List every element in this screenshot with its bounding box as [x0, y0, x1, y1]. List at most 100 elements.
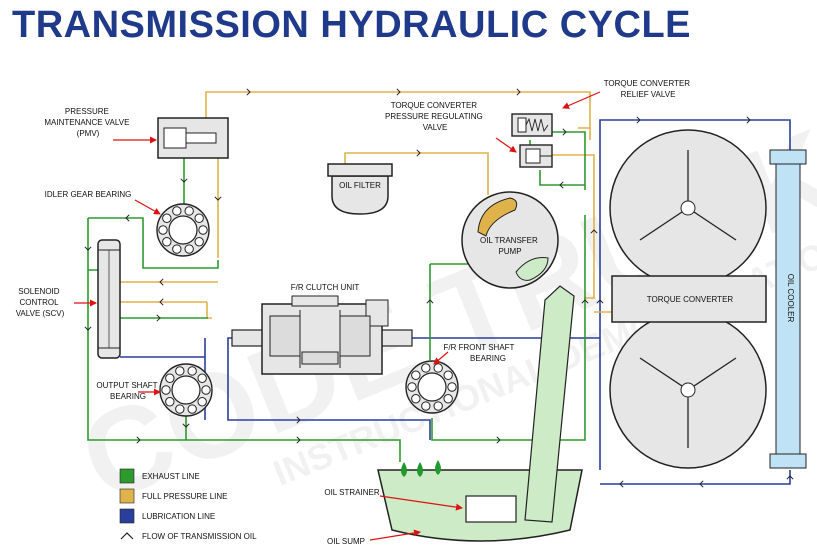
legend-label: EXHAUST LINE: [142, 472, 200, 481]
bearing-ball: [421, 401, 431, 411]
idler-gear-bearing-label: IDLER GEAR BEARING: [45, 190, 132, 199]
flow-chevron-icon: [596, 299, 604, 304]
bearing-ball: [194, 237, 204, 247]
legend-label: FLOW OF TRANSMISSION OIL: [142, 532, 257, 541]
bearing-ball: [162, 213, 172, 223]
output-bearing-label: OUTPUT SHAFT BEARING: [96, 381, 159, 401]
oil-transfer-pump: [461, 191, 559, 289]
flow-chevron-icon: [180, 178, 188, 183]
oil-sump: [377, 285, 583, 542]
bearing-ball: [175, 404, 185, 414]
oil-cooler: [769, 149, 807, 469]
flow-chevron-icon: [296, 436, 301, 444]
oil-cooler-label: OIL COOLER: [786, 274, 795, 323]
bearing-ball: [197, 397, 207, 407]
flow-chevron-icon: [496, 436, 501, 444]
flow-chevron-icon: [125, 214, 130, 222]
bearing-ball: [443, 370, 453, 380]
tc-relief-valve: [511, 113, 553, 137]
flow-chevron-icon: [84, 326, 92, 331]
flow-chevron-icon: [516, 88, 521, 96]
bearing-ball: [172, 206, 182, 216]
bearing-ball: [162, 237, 172, 247]
flow-chevron-icon: [562, 128, 567, 136]
bearing-ball: [165, 373, 175, 383]
flow-chevron-icon: [699, 480, 704, 488]
legend-swatch: [119, 508, 135, 524]
bearing-ball: [187, 366, 197, 376]
flow-chevron-icon: [559, 181, 564, 189]
flow-chevron-icon: [619, 480, 624, 488]
flow-chevron-icon: [396, 88, 401, 96]
tc-pressure-regulating-valve: [519, 144, 553, 168]
flow-chevron-icon: [636, 116, 641, 124]
flow-chevron-icon: [84, 246, 92, 251]
flow-chevron-icon: [159, 278, 164, 286]
flow-chevron-icon: [246, 88, 251, 96]
bearing-ball: [197, 373, 207, 383]
oil-strainer-label: OIL STRAINER: [324, 488, 379, 497]
oil-filter: [327, 163, 393, 215]
output-shaft-bearing: [159, 363, 213, 417]
flow-chevron-icon: [120, 532, 134, 540]
tc-regulating-valve-label: TORQUE CONVERTER PRESSURE REGULATING VAL…: [385, 101, 485, 132]
legend: EXHAUST LINE FULL PRESSURE LINE LUBRICATIO…: [119, 468, 257, 541]
flow-chevron-icon: [581, 299, 589, 304]
bearing-ball: [433, 363, 443, 373]
legend-label: LUBRICATION LINE: [142, 512, 215, 521]
page-title: TRANSMISSION HYDRAULIC CYCLE: [12, 4, 692, 46]
clutch-unit-label: F/R CLUTCH UNIT: [291, 283, 360, 292]
bearing-ball: [411, 370, 421, 380]
flow-chevron-icon: [159, 298, 164, 306]
bearing-ball: [161, 385, 171, 395]
bearing-ball: [201, 385, 211, 395]
flow-chevron-icon: [786, 475, 794, 480]
bearing-ball: [187, 404, 197, 414]
bearing-ball: [443, 394, 453, 404]
oil-sump-label: OIL SUMP: [327, 537, 365, 546]
flow-chevron-icon: [590, 229, 598, 234]
bearing-ball: [172, 244, 182, 254]
flow-chevron-icon: [214, 196, 222, 201]
flow-chevron-icon: [746, 116, 751, 124]
torque-converter-label: TORQUE CONVERTER: [647, 295, 734, 304]
pump-label: OIL TRANSFER PUMP: [480, 236, 540, 256]
tc-relief-valve-label: TORQUE CONVERTER RELIEF VALVE: [604, 79, 693, 99]
oil-drops: [401, 460, 441, 477]
bearing-ball: [433, 401, 443, 411]
bearing-ball: [175, 366, 185, 376]
legend-label: FULL PRESSURE LINE: [142, 492, 228, 501]
bearing-ball: [411, 394, 421, 404]
legend-swatch: [119, 468, 135, 484]
bearing-ball: [184, 244, 194, 254]
torque-converter: [609, 129, 767, 469]
oil-filter-label: OIL FILTER: [339, 181, 381, 190]
pressure-maintenance-valve: [157, 117, 229, 159]
fr-clutch-unit: [231, 295, 413, 375]
bearing-ball: [198, 225, 208, 235]
bearing-ball: [158, 225, 168, 235]
flow-chevron-icon: [426, 299, 434, 304]
bearing-ball: [184, 206, 194, 216]
oil-drop-icon: [435, 460, 441, 475]
bearing-ball: [165, 397, 175, 407]
idler-gear-bearing: [156, 203, 210, 257]
front-bearing-label: F/R FRONT SHAFT BEARING: [443, 343, 516, 363]
legend-swatch: [119, 488, 135, 504]
pmv-label: PRESSURE MAINTENANCE VALVE (PMV): [44, 107, 131, 138]
bearing-ball: [421, 363, 431, 373]
bearing-ball: [194, 213, 204, 223]
flow-chevron-icon: [296, 416, 301, 424]
bearing-ball: [407, 382, 417, 392]
bearing-ball: [447, 382, 457, 392]
fr-front-shaft-bearing: [405, 360, 459, 414]
full-pressure-lines: [108, 91, 612, 340]
flow-chevron-icon: [182, 423, 190, 428]
oil-drop-icon: [417, 462, 423, 477]
oil-drop-icon: [401, 462, 407, 477]
flow-chevron-icon: [156, 314, 161, 322]
flow-chevron-icon: [416, 149, 421, 157]
flow-chevron-icon: [136, 436, 141, 444]
solenoid-control-valve: [97, 239, 121, 359]
